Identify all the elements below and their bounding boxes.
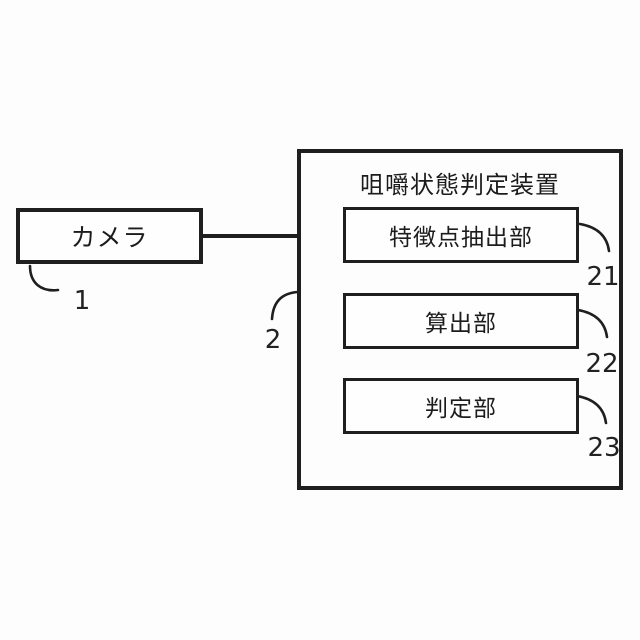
camera-box: カメラ <box>16 208 203 264</box>
module-box-calculation: 算出部 <box>343 293 579 349</box>
module-label-calculation: 算出部 <box>425 311 497 337</box>
device-box: 咀嚼状態判定装置 特徴点抽出部 算出部 判定部 <box>297 149 623 490</box>
ref-label-device: 2 <box>264 325 282 355</box>
module-label-feature-point-extraction: 特徴点抽出部 <box>389 225 533 251</box>
ref-label-camera: 1 <box>73 286 91 316</box>
camera-label: カメラ <box>70 223 149 252</box>
leader-curve-ref-2 <box>270 290 300 321</box>
ref-label-feature-point-extraction: 21 <box>586 262 620 292</box>
leader-curve-ref-1 <box>28 264 60 292</box>
module-box-feature-point-extraction: 特徴点抽出部 <box>343 207 579 263</box>
module-label-determination: 判定部 <box>425 396 497 422</box>
ref-label-determination: 23 <box>587 433 621 463</box>
module-box-determination: 判定部 <box>343 378 579 434</box>
device-title: 咀嚼状態判定装置 <box>360 171 560 199</box>
ref-label-calculation: 22 <box>585 349 619 379</box>
